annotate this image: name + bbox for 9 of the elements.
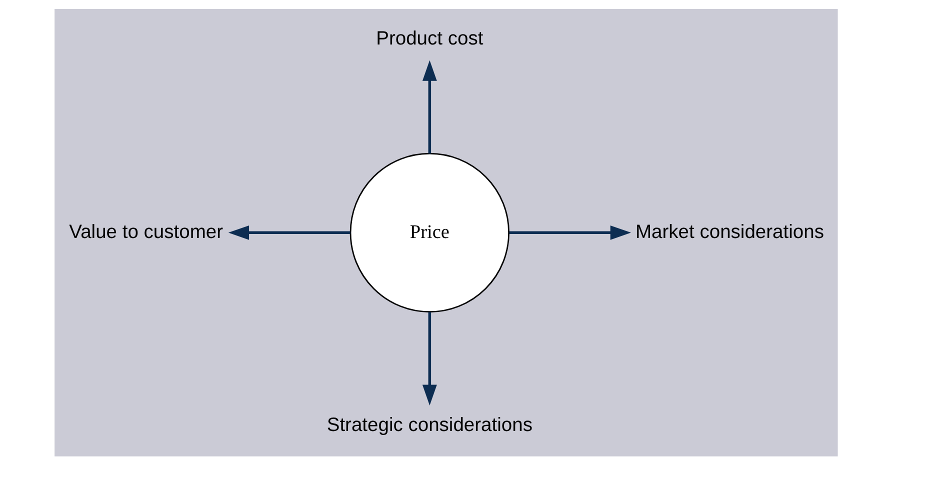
node-text: Product cost [376, 28, 484, 49]
node-text: Market considerations [636, 221, 824, 242]
arrow [228, 224, 350, 240]
arrow [422, 312, 437, 405]
node-circle: Price [350, 152, 510, 312]
arrow [509, 224, 632, 240]
node-text: Strategic considerations [326, 414, 532, 436]
arrow [422, 60, 437, 154]
node-text: Value to customer [69, 221, 224, 242]
